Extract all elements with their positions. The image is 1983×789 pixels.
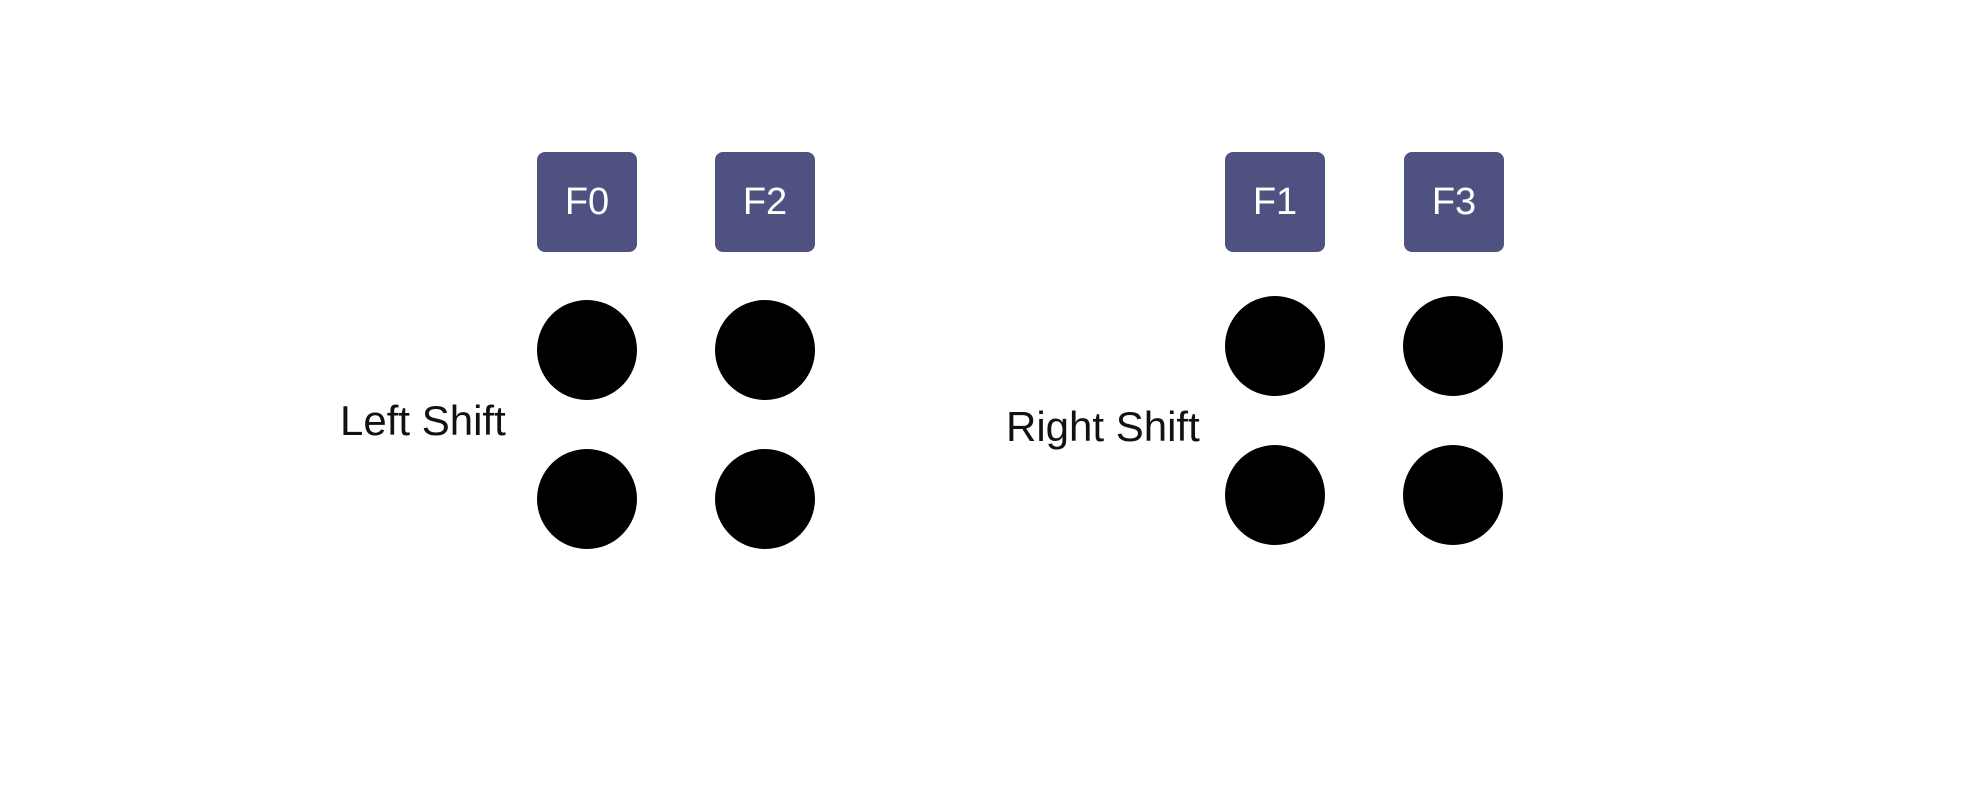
dot-bottom-left bbox=[537, 449, 637, 549]
right-shift-label: Right Shift bbox=[1006, 403, 1200, 450]
fkey-f1: F1 bbox=[1225, 152, 1325, 252]
dot-top-right bbox=[715, 300, 815, 400]
dot-top-right bbox=[1403, 296, 1503, 396]
dot-top-left bbox=[1225, 296, 1325, 396]
fkey-f0: F0 bbox=[537, 152, 637, 252]
dot-bottom-right bbox=[715, 449, 815, 549]
left-shift-label: Left Shift bbox=[340, 397, 506, 444]
dot-top-left bbox=[537, 300, 637, 400]
right-shift-group: Right Shift F1 F3 bbox=[991, 0, 1983, 789]
fkey-f3: F3 bbox=[1404, 152, 1504, 252]
dot-bottom-right bbox=[1403, 445, 1503, 545]
dot-bottom-left bbox=[1225, 445, 1325, 545]
left-shift-group: Left Shift F0 F2 bbox=[0, 0, 991, 789]
fkey-f2: F2 bbox=[715, 152, 815, 252]
